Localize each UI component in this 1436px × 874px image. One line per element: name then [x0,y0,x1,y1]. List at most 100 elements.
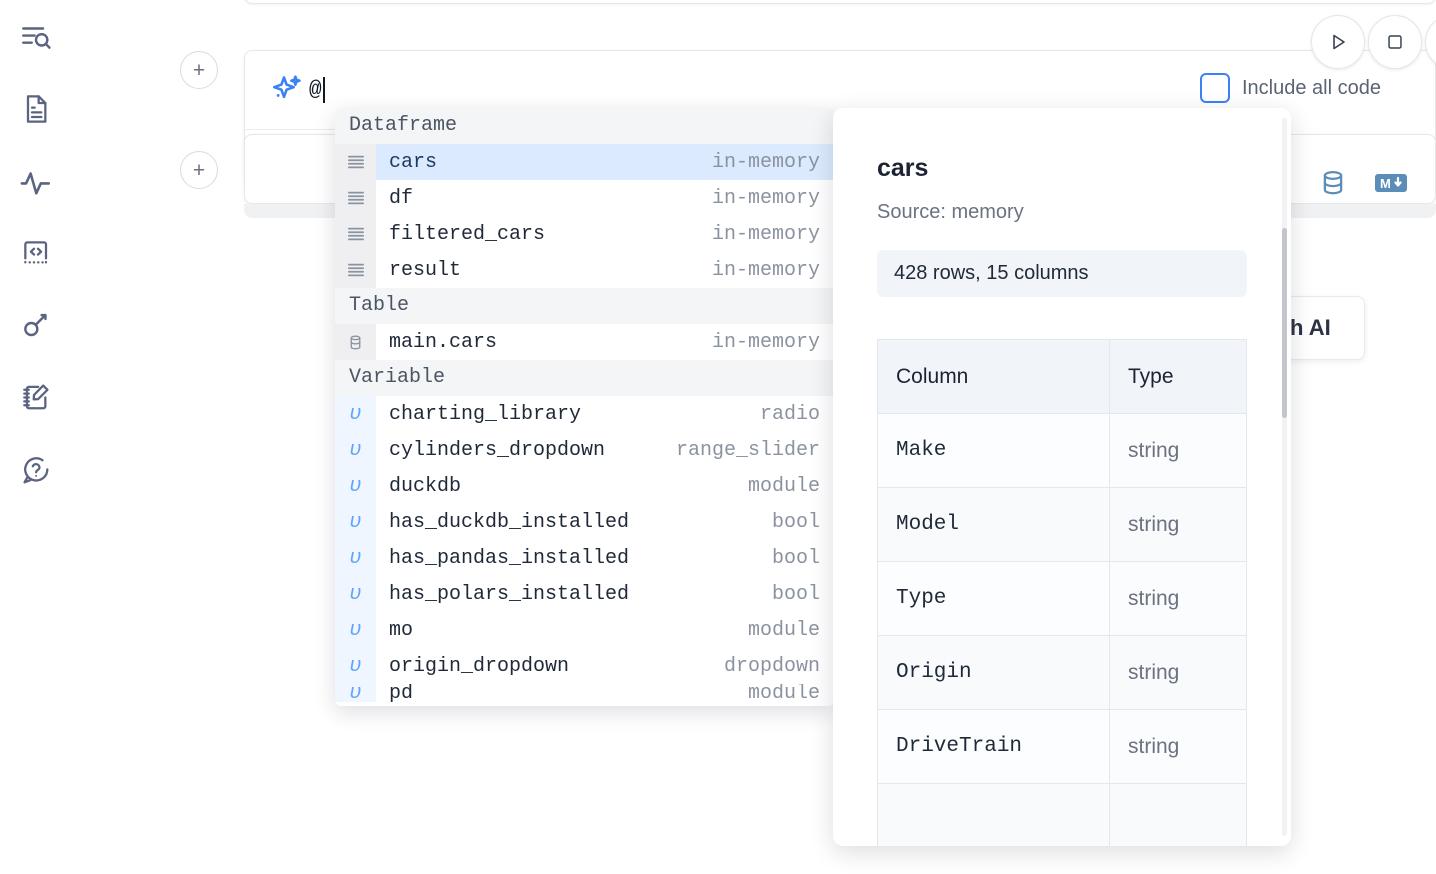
table-column-header: Type [1109,339,1247,414]
autocomplete-item-label: has_polars_installed [389,582,630,606]
column-type-cell: string [1109,487,1247,562]
include-all-code-label: Include all code [1242,76,1381,99]
table-row [877,783,1247,846]
ai-prompt-value: @ [309,78,323,102]
autocomplete-item-label: result [389,258,462,282]
outline-search-icon[interactable] [14,15,58,59]
autocomplete-section-header: Dataframe [335,108,834,144]
autocomplete-item[interactable]: υ charting_library radio [335,396,834,432]
add-cell-button-below[interactable]: + [180,151,218,189]
autocomplete-item-label: charting_library [389,402,582,426]
include-all-code-row[interactable]: Include all code [1200,73,1381,103]
column-name-cell: Make [877,413,1110,488]
detail-title: cars [877,154,929,182]
autocomplete-item-type: in-memory [711,330,820,354]
variable-icon: υ [335,504,376,540]
variable-icon: υ [335,396,376,432]
autocomplete-item[interactable]: filtered_cars in-memory [335,216,834,252]
generate-with-ai-label: h AI [1290,315,1331,340]
autocomplete-item-type: in-memory [711,258,820,282]
autocomplete-item-type: module [747,618,820,642]
autocomplete-item-label: has_pandas_installed [389,546,630,570]
stop-button[interactable] [1368,15,1422,69]
table-column-header: Column [877,339,1110,414]
column-name-cell: Type [877,561,1110,636]
table-icon [335,324,376,360]
include-all-code-checkbox[interactable] [1200,73,1230,103]
key-icon[interactable] [14,303,58,347]
autocomplete-item-type: in-memory [711,222,820,246]
detail-scrollbar-thumb[interactable] [1282,228,1287,418]
autocomplete-item-label: main.cars [389,330,498,354]
autocomplete-item-type: in-memory [711,150,820,174]
autocomplete-section-header: Table [335,288,834,324]
detail-scroll-track[interactable] [1282,118,1287,836]
database-icon[interactable] [1318,168,1348,203]
autocomplete-item-label: duckdb [389,474,462,498]
column-type-cell: string [1109,635,1247,710]
autocomplete-item-type: bool [771,546,820,570]
autocomplete-item-label: pd [389,684,414,702]
autocomplete-item[interactable]: υ cylinders_dropdown range_slider [335,432,834,468]
completion-detail-panel: cars Source: memory 428 rows, 15 columns… [833,108,1291,846]
add-cell-label: + [192,58,206,82]
autocomplete-item-label: has_duckdb_installed [389,510,630,534]
markdown-icon[interactable]: M [1374,171,1408,200]
detail-source: Source: memory [877,201,1024,223]
column-name-cell: Model [877,487,1110,562]
autocomplete-item[interactable]: main.cars in-memory [335,324,834,360]
autocomplete-item-label: cylinders_dropdown [389,438,606,462]
chat-help-icon[interactable] [14,448,58,492]
autocomplete-item-label: cars [389,150,438,174]
autocomplete-item-type: bool [771,582,820,606]
scratchpad-icon[interactable] [14,375,58,419]
svg-text:M: M [1380,176,1391,191]
column-type-cell [1109,783,1247,846]
autocomplete-item-label: mo [389,618,414,642]
autocomplete-item-type: radio [759,402,820,426]
snippet-icon[interactable] [14,231,58,275]
variable-icon: υ [335,432,376,468]
activity-icon[interactable] [14,160,58,204]
generate-with-ai-card[interactable]: h AI [1285,296,1365,360]
ai-prompt-input[interactable]: @ [309,77,1435,103]
autocomplete-item-type: range_slider [675,438,820,462]
file-text-icon[interactable] [14,87,58,131]
variable-icon: υ [335,684,376,702]
add-cell-label: + [192,158,206,182]
dataframe-icon [335,216,376,252]
run-button[interactable] [1311,15,1365,69]
autocomplete-item[interactable]: υ has_polars_installed bool [335,576,834,612]
dataframe-icon [335,144,376,180]
column-name-cell: Origin [877,635,1110,710]
autocomplete-item-label: filtered_cars [389,222,546,246]
autocomplete-section-header: Variable [335,360,834,396]
column-type-cell: string [1109,561,1247,636]
previous-cell-edge [244,0,1436,4]
variable-icon: υ [335,576,376,612]
autocomplete-item[interactable]: cars in-memory [335,144,834,180]
autocomplete-item-type: module [747,684,820,702]
cell-type-icons: M [1318,168,1408,203]
variable-icon: υ [335,648,376,684]
autocomplete-item-type: in-memory [711,186,820,210]
column-name-cell [877,783,1110,846]
add-cell-button-above[interactable]: + [180,51,218,89]
autocomplete-item[interactable]: result in-memory [335,252,834,288]
ai-prompt-row: @ [245,51,1435,129]
